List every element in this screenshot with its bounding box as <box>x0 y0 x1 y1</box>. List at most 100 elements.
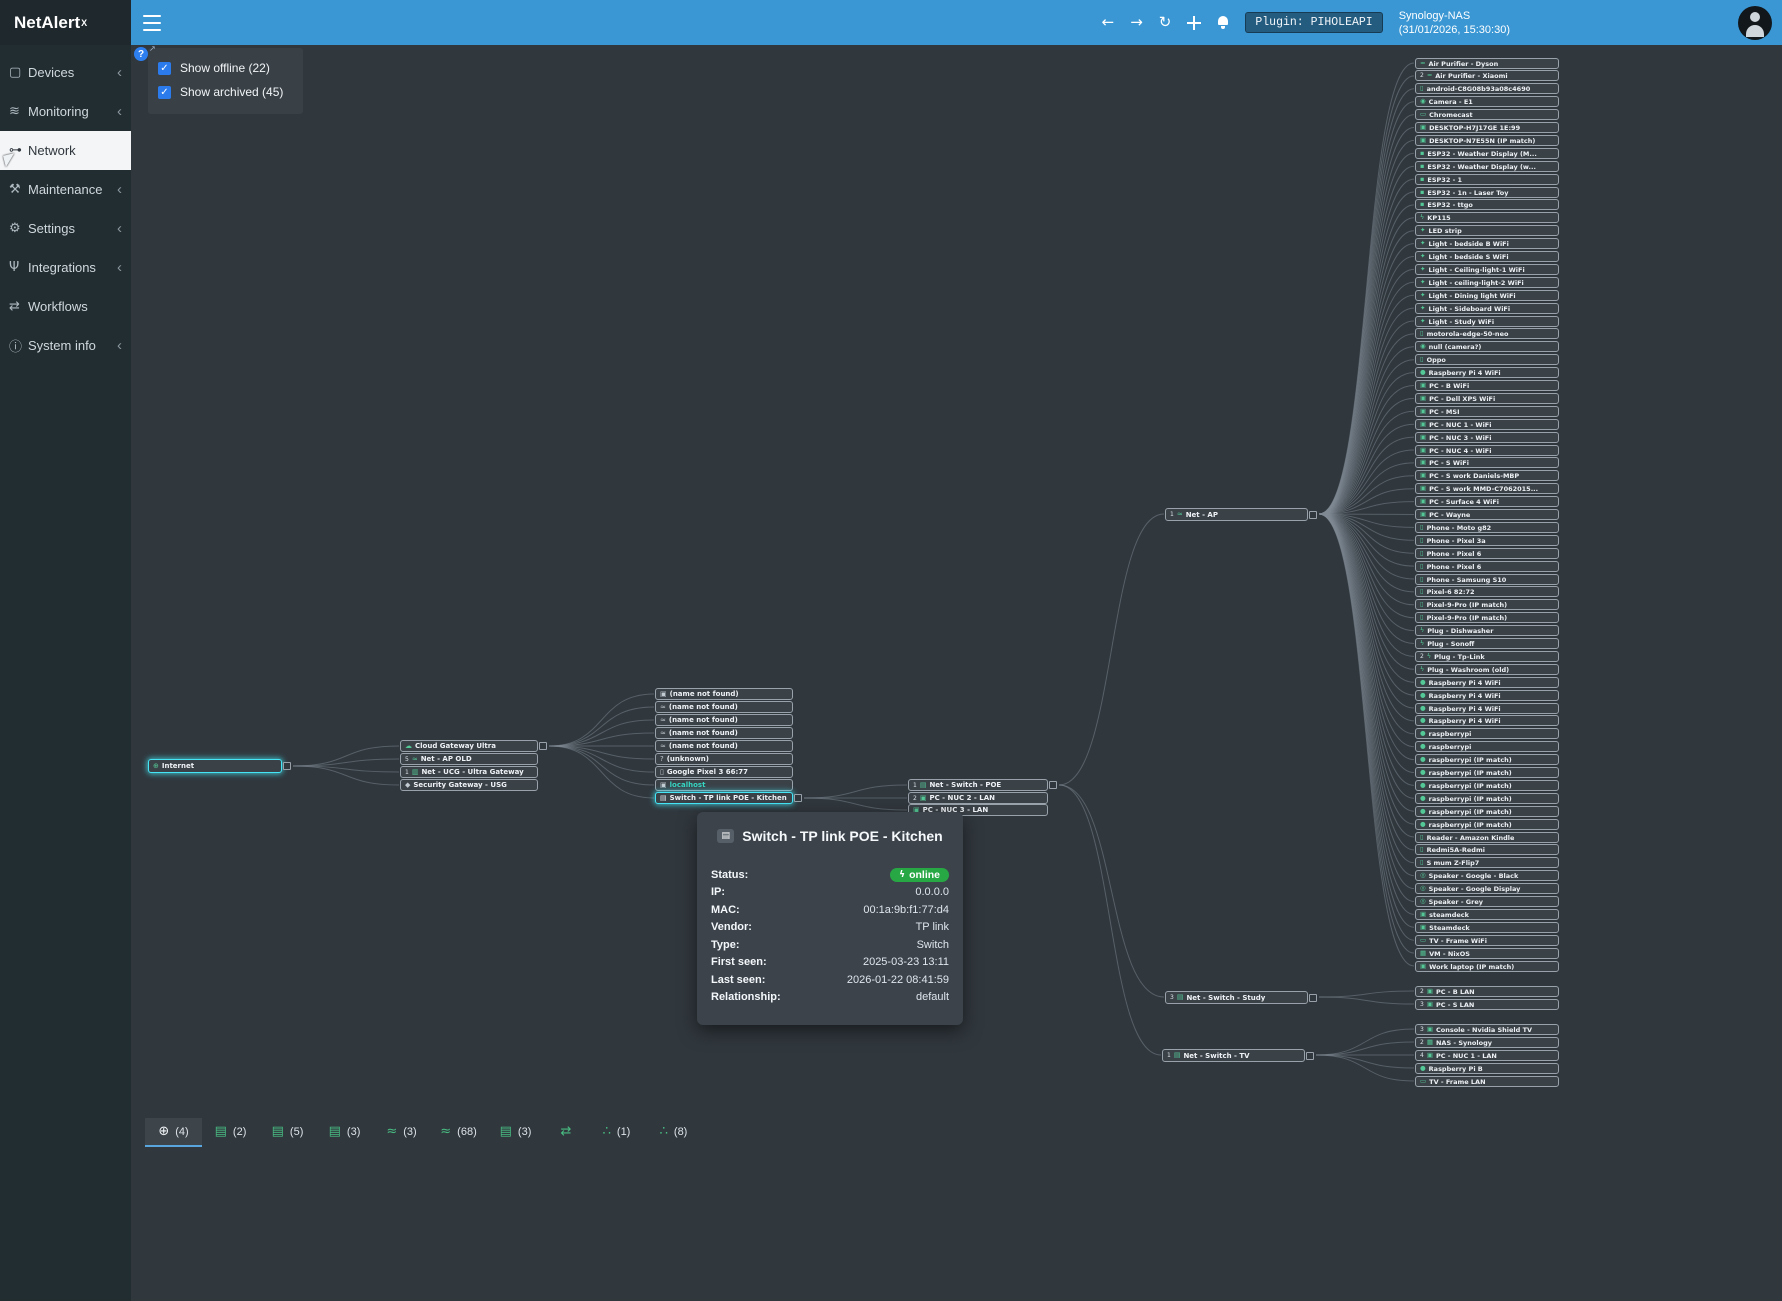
node-esp32-1[interactable]: ▪ESP32 - 1 <box>1415 174 1559 185</box>
node-nas-synology[interactable]: 2▦NAS - Synology <box>1415 1037 1559 1048</box>
collapse-handle[interactable] <box>1309 510 1317 519</box>
collapse-handle[interactable] <box>1306 1051 1314 1060</box>
sidebar-item-devices[interactable]: ▢Devices‹ <box>0 53 131 92</box>
node-speaker-google-display[interactable]: ◎Speaker - Google Display <box>1415 883 1559 894</box>
node-pc-nuc-4-wifi[interactable]: ▣PC - NUC 4 - WiFi <box>1415 445 1559 456</box>
node-phone-moto-g82[interactable]: ▯Phone - Moto g82 <box>1415 522 1559 533</box>
sidebar-item-maintenance[interactable]: ⚒Maintenance‹ <box>0 170 131 209</box>
footer-tab-3-switch[interactable]: ▤(3) <box>316 1118 373 1147</box>
footer-tab-9-sitemap[interactable]: ∴(8) <box>645 1118 702 1147</box>
node-pc-nuc-3-lan[interactable]: ▣PC - NUC 3 - LAN <box>908 804 1048 816</box>
node-net-ap-old[interactable]: 5≈Net - AP OLD <box>400 753 538 765</box>
footer-tab-0-globe[interactable]: ⊕(4) <box>145 1118 202 1147</box>
node-light-sideboard-wifi[interactable]: ✦Light - Sideboard WiFi <box>1415 303 1559 314</box>
node-phone-pixel-6[interactable]: ▯Phone - Pixel 6 <box>1415 548 1559 559</box>
node-pc-s-lan[interactable]: 3▣PC - S LAN <box>1415 999 1559 1010</box>
node-name-not-found[interactable]: ≈(name not found) <box>655 740 793 752</box>
footer-tab-8-sitemap[interactable]: ∴(1) <box>588 1118 645 1147</box>
forward-arrow-icon[interactable]: → <box>1130 13 1143 31</box>
node-light-bedside-s-wifi[interactable]: ✦Light - bedside S WiFi <box>1415 251 1559 262</box>
node-phone-pixel-6[interactable]: ▯Phone - Pixel 6 <box>1415 561 1559 572</box>
node-security-gateway-usg[interactable]: ◆Security Gateway - USG <box>400 779 538 791</box>
help-icon[interactable]: ? <box>134 47 148 61</box>
node-localhost[interactable]: ▣localhost <box>655 779 793 791</box>
node-light-bedside-b-wifi[interactable]: ✦Light - bedside B WiFi <box>1415 238 1559 249</box>
node-phone-pixel-3a[interactable]: ▯Phone - Pixel 3a <box>1415 535 1559 546</box>
node-null-camera[interactable]: ◉null (camera?) <box>1415 341 1559 352</box>
filter-checkbox-show-archived-45[interactable]: ✓Show archived (45) <box>156 80 295 104</box>
footer-tab-5-wifi[interactable]: ≈(68) <box>430 1118 487 1147</box>
refresh-icon[interactable]: ↻ <box>1158 13 1172 31</box>
node-raspberrypi-ip-match[interactable]: ●raspberrypi (IP match) <box>1415 793 1559 804</box>
node-pc-b-wifi[interactable]: ▣PC - B WiFi <box>1415 380 1559 391</box>
node-android-c8g08b93a08c4690[interactable]: ▯android-C8G08b93a08c4690 <box>1415 83 1559 94</box>
node-raspberrypi-ip-match[interactable]: ●raspberrypi (IP match) <box>1415 767 1559 778</box>
node-pc-msi[interactable]: ▣PC - MSI <box>1415 406 1559 417</box>
node-raspberry-pi-4-wifi[interactable]: ●Raspberry Pi 4 WiFi <box>1415 677 1559 688</box>
sidebar-item-workflows[interactable]: ⇄Workflows <box>0 287 131 326</box>
node-desktop-h7j17ge-1e-99[interactable]: ▣DESKTOP-H7J17GE 1E:99 <box>1415 122 1559 133</box>
node-light-ceiling-light-1-wifi[interactable]: ✦Light - Ceiling-light-1 WiFi <box>1415 264 1559 275</box>
back-arrow-icon[interactable]: ← <box>1101 13 1115 31</box>
node-vm-nixos[interactable]: ▦VM - NixOS <box>1415 948 1559 959</box>
node-steamdeck[interactable]: ▣steamdeck <box>1415 909 1559 920</box>
node-tv-frame-lan[interactable]: ▭TV - Frame LAN <box>1415 1076 1559 1087</box>
node-pc-nuc-2-lan[interactable]: 2▣PC - NUC 2 - LAN <box>908 792 1048 804</box>
node-raspberrypi[interactable]: ●raspberrypi <box>1415 741 1559 752</box>
node-raspberrypi[interactable]: ●raspberrypi <box>1415 728 1559 739</box>
node-name-not-found[interactable]: ≈(name not found) <box>655 714 793 726</box>
node-oppo[interactable]: ▯Oppo <box>1415 354 1559 365</box>
node-esp32-weather-display-m[interactable]: ▪ESP32 - Weather Display (M... <box>1415 148 1559 159</box>
filter-checkbox-show-offline-22[interactable]: ✓Show offline (22) <box>156 56 295 80</box>
node-name-not-found[interactable]: ≈(name not found) <box>655 727 793 739</box>
node-switch-tp-link-poe-kitchen[interactable]: ▤Switch - TP link POE - Kitchen <box>655 792 802 804</box>
menu-toggle-button[interactable] <box>143 14 163 31</box>
node-light-dining-light-wifi[interactable]: ✦Light - Dining light WiFi <box>1415 290 1559 301</box>
node-pixel-9-pro-ip-match[interactable]: ▯Pixel-9-Pro (IP match) <box>1415 599 1559 610</box>
node-light-ceiling-light-2-wifi[interactable]: ✦Light - ceiling-light-2 WiFi <box>1415 277 1559 288</box>
node-name-not-found[interactable]: ▣(name not found) <box>655 688 793 700</box>
node-name-not-found[interactable]: ≈(name not found) <box>655 701 793 713</box>
checkbox-checked-icon[interactable]: ✓ <box>158 85 171 99</box>
footer-tab-1-switch[interactable]: ▤(2) <box>202 1118 259 1147</box>
node-net-switch-tv[interactable]: 1▤Net - Switch - TV <box>1162 1049 1314 1062</box>
node-pc-nuc-1-lan[interactable]: 4▣PC - NUC 1 - LAN <box>1415 1050 1559 1061</box>
node-work-laptop-ip-match[interactable]: ▣Work laptop (IP match) <box>1415 961 1559 972</box>
node-pc-s-wifi[interactable]: ▣PC - S WiFi <box>1415 457 1559 468</box>
node-desktop-n7e55n-ip-match[interactable]: ▣DESKTOP-N7E55N (IP match) <box>1415 135 1559 146</box>
node-raspberry-pi-4-wifi[interactable]: ●Raspberry Pi 4 WiFi <box>1415 367 1559 378</box>
node-unknown[interactable]: ?(unknown) <box>655 753 793 765</box>
node-light-study-wifi[interactable]: ✦Light - Study WiFi <box>1415 316 1559 327</box>
node-pixel-9-pro-ip-match[interactable]: ▯Pixel-9-Pro (IP match) <box>1415 612 1559 623</box>
node-pc-s-work-daniels-mbp[interactable]: ▣PC - S work Daniels-MBP <box>1415 470 1559 481</box>
node-pc-wayne[interactable]: ▣PC - Wayne <box>1415 509 1559 520</box>
node-cloud-gateway-ultra[interactable]: ☁Cloud Gateway Ultra <box>400 740 547 752</box>
node-redmi5a-redmi[interactable]: ▯Redmi5A-Redmi <box>1415 844 1559 855</box>
sidebar-item-settings[interactable]: ⚙Settings‹ <box>0 209 131 248</box>
node-camera-e1[interactable]: ◉Camera - E1 <box>1415 96 1559 107</box>
node-esp32-ttgo[interactable]: ▪ESP32 - ttgo <box>1415 199 1559 210</box>
node-s-mum-z-flip7[interactable]: ▯S mum Z-Flip7 <box>1415 857 1559 868</box>
node-air-purifier-dyson[interactable]: ≈Air Purifier - Dyson <box>1415 58 1559 69</box>
node-raspberry-pi-4-wifi[interactable]: ●Raspberry Pi 4 WiFi <box>1415 703 1559 714</box>
node-air-purifier-xiaomi[interactable]: 2≈Air Purifier - Xiaomi <box>1415 70 1559 81</box>
node-net-switch-poe[interactable]: 1▤Net - Switch - POE <box>908 779 1057 791</box>
move-pan-icon[interactable] <box>1187 15 1202 30</box>
node-reader-amazon-kindle[interactable]: ▯Reader - Amazon Kindle <box>1415 832 1559 843</box>
node-raspberry-pi-4-wifi[interactable]: ●Raspberry Pi 4 WiFi <box>1415 715 1559 726</box>
node-net-switch-study[interactable]: 3▤Net - Switch - Study <box>1165 991 1317 1004</box>
node-steamdeck[interactable]: ▣Steamdeck <box>1415 922 1559 933</box>
sidebar-item-monitoring[interactable]: ≋Monitoring‹ <box>0 92 131 131</box>
node-pc-surface-4-wifi[interactable]: ▣PC - Surface 4 WiFi <box>1415 496 1559 507</box>
node-speaker-google-black[interactable]: ◎Speaker - Google - Black <box>1415 870 1559 881</box>
collapse-handle[interactable] <box>539 742 547 750</box>
notifications-bell-icon[interactable] <box>1217 16 1229 29</box>
node-led-strip[interactable]: ✦LED strip <box>1415 225 1559 236</box>
node-pc-nuc-3-wifi[interactable]: ▣PC - NUC 3 - WiFi <box>1415 432 1559 443</box>
node-google-pixel-3-66-77[interactable]: ▯Google Pixel 3 66:77 <box>655 766 793 778</box>
